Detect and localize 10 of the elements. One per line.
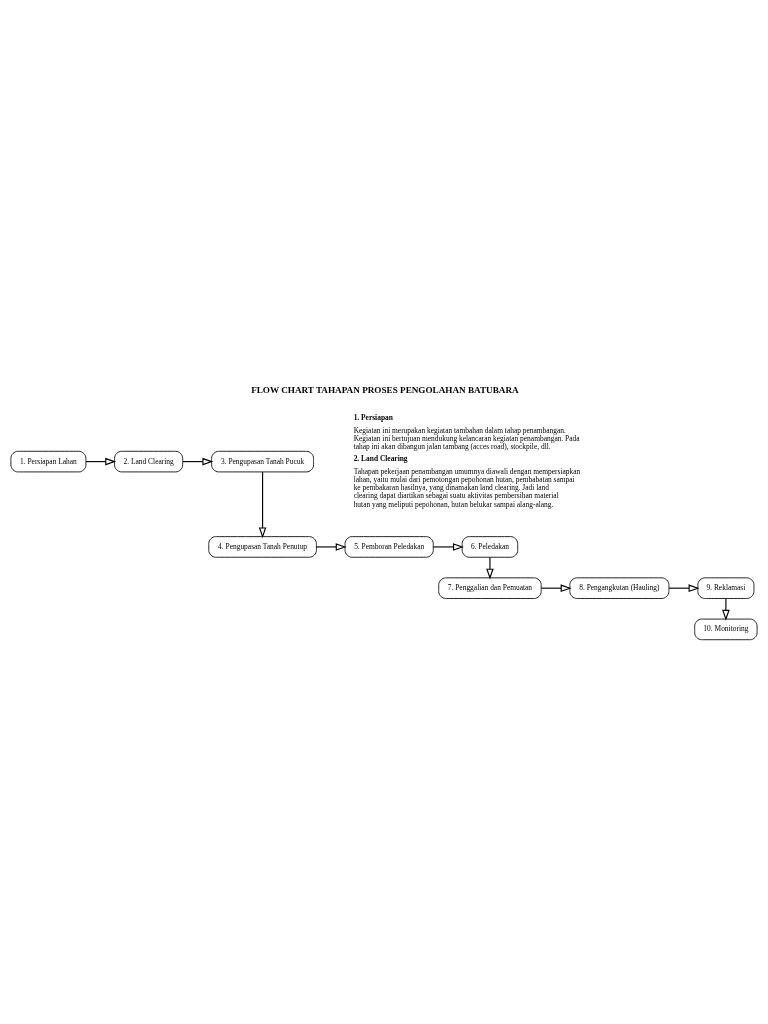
- arrow: [432, 543, 464, 551]
- arrow: [85, 457, 117, 466]
- diagram-title: FLOW CHART TAHAPAN PROSES PENGOLAHAN BATUBARA: [251, 385, 519, 396]
- arrow: [182, 457, 214, 466]
- arrow: [540, 584, 572, 592]
- arrow: [486, 556, 494, 580]
- arrow: [258, 471, 267, 539]
- arrow: [722, 598, 730, 621]
- arrow: [315, 543, 347, 551]
- arrow: [668, 584, 700, 592]
